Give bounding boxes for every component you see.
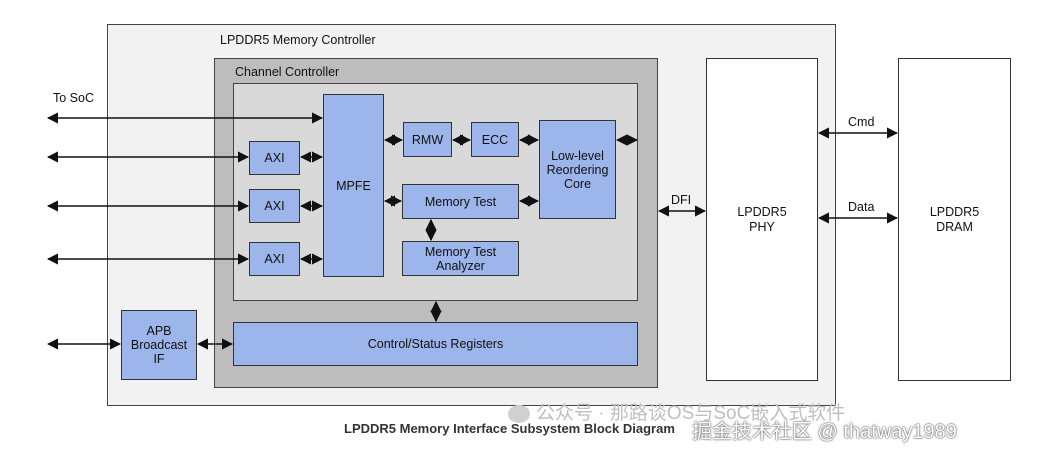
lpddr5-dram-block: LPDDR5 DRAM — [898, 58, 1011, 381]
axi-block-3: AXI — [249, 242, 300, 276]
channel-controller-title: Channel Controller — [235, 65, 340, 79]
lpddr5-phy-block: LPDDR5 PHY — [706, 58, 818, 381]
memory-test-analyzer-block: Memory Test Analyzer — [402, 241, 519, 276]
reordering-core-block: Low-level Reordering Core — [539, 120, 616, 219]
to-soc-label: To SoC — [53, 91, 94, 105]
dfi-label: DFI — [671, 193, 692, 207]
cmd-label: Cmd — [848, 115, 875, 129]
axi-block-2: AXI — [249, 189, 300, 223]
diagram-caption: LPDDR5 Memory Interface Subsystem Block … — [344, 421, 675, 436]
ecc-block: ECC — [471, 122, 519, 157]
apb-broadcast-if-block: APB Broadcast IF — [121, 310, 197, 380]
memory-test-block: Memory Test — [402, 184, 519, 219]
axi-block-1: AXI — [249, 141, 300, 175]
mpfe-block: MPFE — [323, 94, 384, 277]
rmw-block: RMW — [403, 122, 452, 157]
wechat-icon — [508, 404, 530, 423]
wechat-watermark: 公众号 · 那路谈OS与SoC嵌入式软件 — [508, 398, 845, 425]
control-status-registers-block: Control/Status Registers — [233, 322, 638, 366]
data-label: Data — [848, 200, 875, 214]
juejin-watermark: 掘金技术社区 @ thatway1989 — [692, 421, 957, 443]
memory-controller-title: LPDDR5 Memory Controller — [220, 33, 376, 47]
